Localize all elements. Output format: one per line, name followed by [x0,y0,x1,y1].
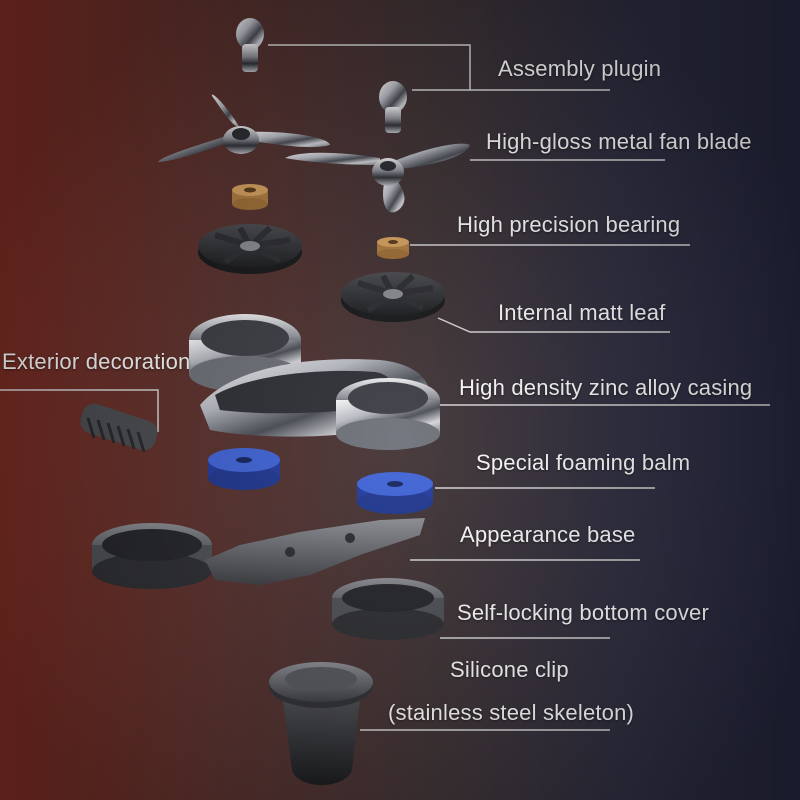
label-steel-skeleton: (stainless steel skeleton) [388,700,635,725]
label-zinc-casing: High density zinc alloy casing [459,375,753,400]
exterior-decoration-part [80,403,158,453]
foam-2 [357,472,433,514]
leader-matt-leaf [437,317,670,333]
assembly-plugin-2 [379,81,407,133]
bottom-cover-part [332,578,444,640]
bearing-1 [232,184,268,210]
matt-leaf-1 [198,224,302,274]
leader-lines [0,44,770,731]
silicone-clip-part [269,662,373,785]
leader-exterior-decoration [0,389,159,432]
leader-assembly-plugin-1 [268,44,610,91]
label-silicone-clip: Silicone clip [450,657,569,682]
bearing-2 [377,237,409,259]
label-exterior-decoration: Exterior decoration [2,349,191,374]
matt-leaf-2 [341,272,445,322]
fan-blade-right [285,143,470,213]
label-bearing: High precision bearing [457,212,681,237]
appearance-base-part [92,518,425,589]
label-appearance-base: Appearance base [460,522,636,547]
zinc-casing [189,314,440,450]
assembly-plugin-1 [236,18,264,72]
label-matt-leaf: Internal matt leaf [498,300,666,325]
label-fan-blade: High-gloss metal fan blade [486,129,752,154]
label-bottom-cover: Self-locking bottom cover [457,600,709,625]
label-foaming-balm: Special foaming balm [476,450,691,475]
label-assembly-plugin: Assembly plugin [498,56,662,81]
fan-blade-left [158,94,330,162]
foam-1 [208,448,280,490]
